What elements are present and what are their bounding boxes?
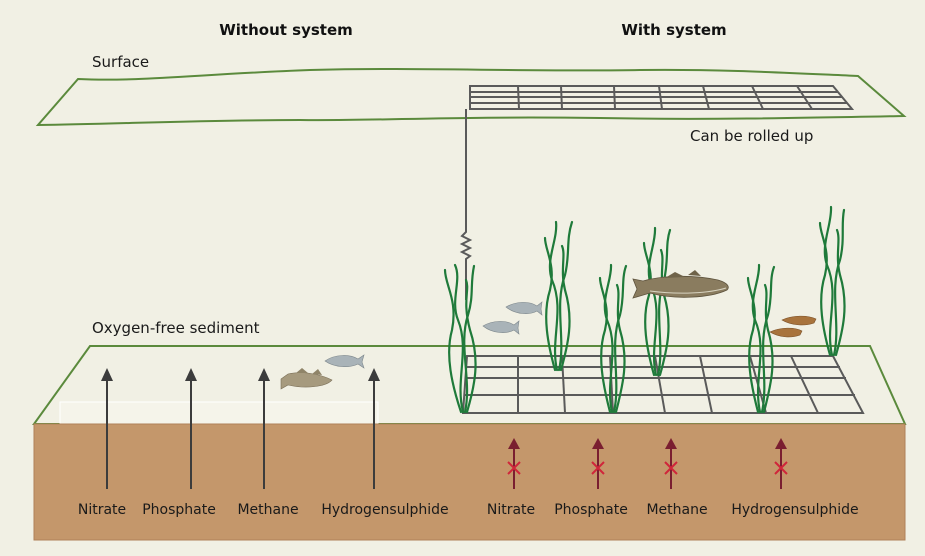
arrow-phosphate-left bbox=[185, 368, 197, 489]
fish-group bbox=[280, 270, 817, 390]
title-with-system: With system bbox=[621, 21, 726, 39]
surface-label: Surface bbox=[92, 53, 149, 71]
blocked-arrow-phosphate bbox=[591, 438, 605, 489]
left-label-nitrate: Nitrate bbox=[78, 502, 126, 518]
right-flux-arrows bbox=[507, 438, 788, 489]
arrow-methane-left bbox=[258, 368, 270, 489]
tether-line bbox=[459, 109, 473, 300]
goby-fish-2 bbox=[769, 327, 803, 338]
seagrass-plant-6 bbox=[818, 205, 846, 357]
arrow-nitrate-left bbox=[101, 368, 113, 489]
surface-plane bbox=[35, 68, 907, 127]
right-label-phosphate: Phosphate bbox=[554, 502, 628, 518]
sediment-label: Oxygen-free sediment bbox=[92, 319, 260, 337]
rolled-net bbox=[469, 85, 855, 110]
left-flux-arrows bbox=[101, 368, 380, 489]
blocked-arrow-hydrogensulphide bbox=[774, 438, 788, 489]
goby-fish-1 bbox=[781, 315, 817, 326]
left-label-phosphate: Phosphate bbox=[142, 502, 216, 518]
seagrass-plant-3 bbox=[598, 263, 628, 414]
left-label-hydrogensulphide: Hydrogensulphide bbox=[321, 502, 448, 518]
cross-icon bbox=[774, 461, 788, 475]
cross-icon bbox=[591, 461, 605, 475]
right-label-nitrate: Nitrate bbox=[487, 502, 535, 518]
blocked-arrow-methane bbox=[664, 438, 678, 489]
blocked-arrow-nitrate bbox=[507, 438, 521, 489]
rolled-up-label: Can be rolled up bbox=[690, 127, 813, 145]
cross-icon bbox=[507, 461, 521, 475]
stickleback-fish-left bbox=[324, 354, 365, 369]
bottom-net bbox=[461, 355, 865, 414]
left-label-methane: Methane bbox=[237, 502, 298, 518]
seagrass-plant-1 bbox=[443, 263, 477, 414]
title-without-system: Without system bbox=[219, 21, 353, 39]
right-label-hydrogensulphide: Hydrogensulphide bbox=[731, 502, 858, 518]
sediment-block bbox=[33, 423, 906, 541]
stickleback-fish-1 bbox=[505, 301, 543, 316]
seagrass-plant-2 bbox=[543, 220, 574, 372]
stickleback-fish-2 bbox=[482, 320, 520, 335]
cod-fish-right bbox=[632, 270, 729, 299]
arrow-hydrogensulphide-left bbox=[368, 368, 380, 489]
seagrass-plant-5 bbox=[746, 263, 776, 414]
right-label-methane: Methane bbox=[646, 502, 707, 518]
cod-fish-left bbox=[280, 368, 333, 390]
cross-icon bbox=[664, 461, 678, 475]
